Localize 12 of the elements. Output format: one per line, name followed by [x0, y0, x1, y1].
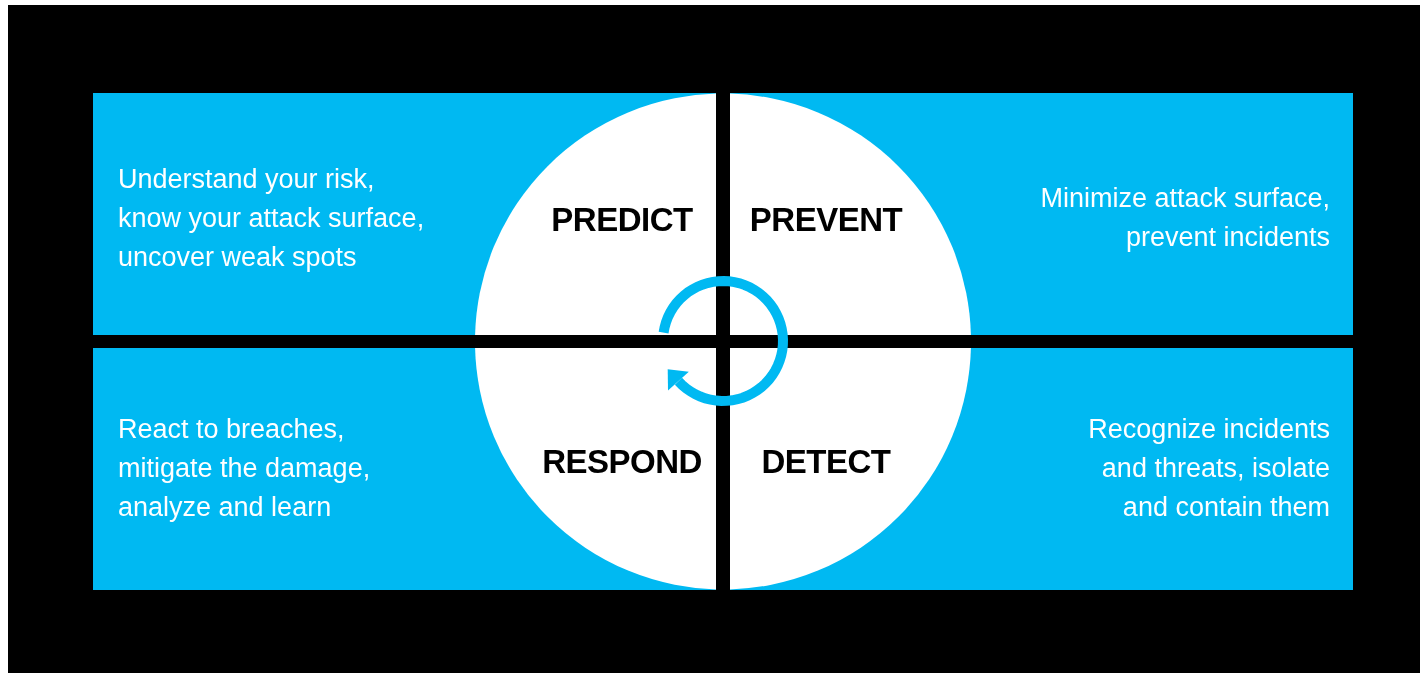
- stage-heading: RESPOND: [542, 443, 702, 481]
- stage-description: Recognize incidents and threats, isolate and contain them: [1087, 412, 1330, 524]
- stage-heading: DETECT: [761, 443, 891, 481]
- stage-heading: PREDICT: [551, 201, 693, 239]
- stage-description: Understand your risk, know your attack surface, uncover weak spots: [118, 162, 426, 274]
- quadrant-panel: [730, 93, 1353, 335]
- stage-description: Minimize attack surface, prevent incidents: [1039, 182, 1330, 254]
- quadrant-panel: [93, 348, 716, 590]
- stage-heading: PREVENT: [749, 201, 903, 239]
- quadrant-panel: [730, 348, 1353, 590]
- stage-description: React to breaches, mitigate the damage, analyze and learn: [118, 412, 372, 524]
- quadrant-panel: [93, 93, 716, 335]
